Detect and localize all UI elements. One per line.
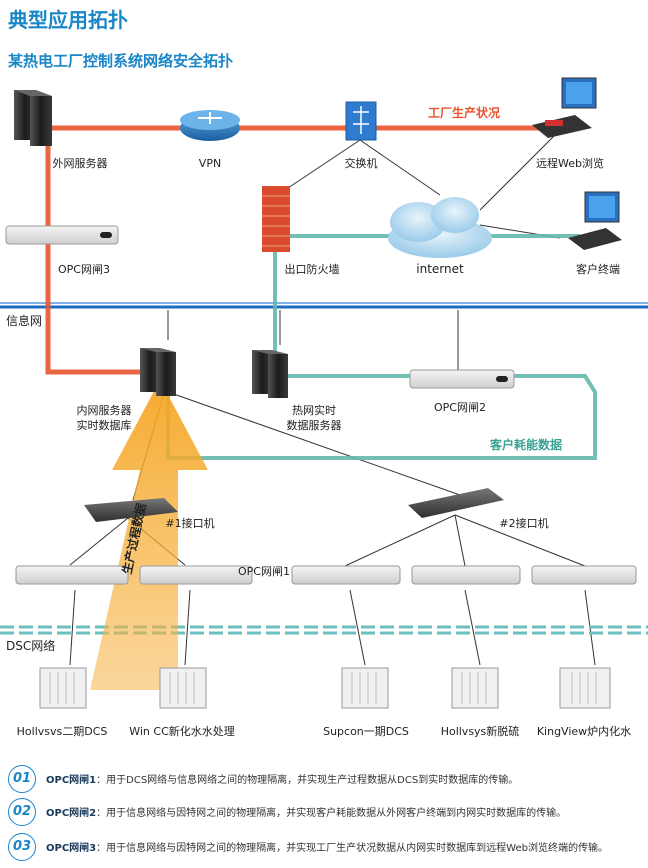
internet-cloud-icon <box>388 197 492 258</box>
topology-diagram <box>0 77 648 709</box>
factory-status-label: 工厂生产状况 <box>428 106 501 120</box>
remote-web-label: 远程Web浏览 <box>536 157 604 170</box>
internet-label: internet <box>416 262 464 276</box>
firewall-icon <box>262 186 290 252</box>
page-subtitle: 某热电工厂控制系统网络安全拓扑 <box>8 52 234 70</box>
dcs-1-label: Hollvsvs二期DCS <box>16 725 108 738</box>
opc-gate-2-icon <box>409 369 515 389</box>
dcs-controller-details <box>49 672 597 704</box>
internal-server-icon <box>140 348 176 396</box>
client-energy-flow <box>166 234 597 460</box>
note-2: 02 OPC网闸2：用于信息网络与因特网之间的物理隔离，并实现客户耗能数据从外网… <box>8 798 640 828</box>
client-energy-label: 客户耗能数据 <box>490 438 563 452</box>
internal-server-label-1: 内网服务器 <box>76 404 132 417</box>
process-data-arrow <box>90 380 208 690</box>
dsc-network-label: DSC网络 <box>6 639 56 653</box>
dcs-4-label: Hollvsys新脱硫 <box>440 725 520 738</box>
interface-machine-2-icon <box>408 488 504 518</box>
note-1-head: OPC网闸1 <box>46 775 97 786</box>
client-pc-icon <box>568 191 622 250</box>
opc-gate-2-label: OPC网闸2 <box>434 401 486 414</box>
note-2-number: 02 <box>8 798 36 826</box>
vpn-label: VPN <box>198 157 222 170</box>
interface-machine-1-icon <box>84 498 178 522</box>
dcs-2-label: Win CC新化水水处理 <box>129 725 235 738</box>
note-1: 01 OPC网闸1：用于DCS网络与信息网络之间的物理隔离，并实现生产过程数据从… <box>8 765 640 795</box>
note-2-text: ：用于信息网络与因特网之间的物理隔离，并实现客户耗能数据从外网客户终端到内网实时… <box>96 808 567 819</box>
switch-label: 交换机 <box>344 157 378 170</box>
note-1-number: 01 <box>8 765 36 793</box>
interface-machine-2-label: #2接口机 <box>499 517 549 530</box>
page-title: 典型应用拓扑 <box>8 8 128 32</box>
opc-gate-3-label: OPC网闸3 <box>58 263 110 276</box>
client-label: 客户终端 <box>576 263 620 276</box>
dcs-5-label: KingView炉内化水 <box>536 725 632 738</box>
note-1-text: ：用于DCS网络与信息网络之间的物理隔离，并实现生产过程数据从DCS到实时数据库… <box>96 775 519 786</box>
note-3-number: 03 <box>8 833 36 861</box>
interface-machine-1-label: #1接口机 <box>165 517 215 530</box>
note-3: 03 OPC网闸3：用于信息网络与因特网之间的物理隔离，并实现工厂生产状况数据从… <box>8 833 640 863</box>
firewall-label: 出口防火墙 <box>284 263 340 276</box>
heat-server-label-2: 数据服务器 <box>286 419 342 432</box>
dsc-network-bus <box>0 625 648 635</box>
opc-gate-1-row <box>15 565 637 585</box>
external-server-label: 外网服务器 <box>52 157 108 170</box>
dcs-3-label: Supcon一期DCS <box>323 725 409 738</box>
info-network-label: 信息网 <box>6 314 43 328</box>
note-3-text: ：用于信息网络与因特网之间的物理隔离，并实现工厂生产状况数据从内网实时数据库到远… <box>96 843 608 854</box>
note-2-head: OPC网闸2 <box>46 808 97 819</box>
external-server-icon <box>14 90 52 146</box>
factory-status-flow <box>45 125 560 375</box>
dcs-controller-icons <box>39 667 611 709</box>
opc-gate-3-icon <box>5 225 119 245</box>
vpn-router-icon <box>180 110 240 141</box>
info-network-bus <box>0 302 648 309</box>
heat-server-label-1: 热网实时 <box>292 404 336 417</box>
heat-net-server-icon <box>252 350 288 398</box>
remote-web-pc-icon <box>532 77 597 138</box>
switch-icon <box>345 101 377 141</box>
opc-gate-1-label: OPC网闸1 <box>238 565 290 578</box>
note-3-head: OPC网闸3 <box>46 843 97 854</box>
internal-server-label-2: 实时数据库 <box>76 419 132 432</box>
